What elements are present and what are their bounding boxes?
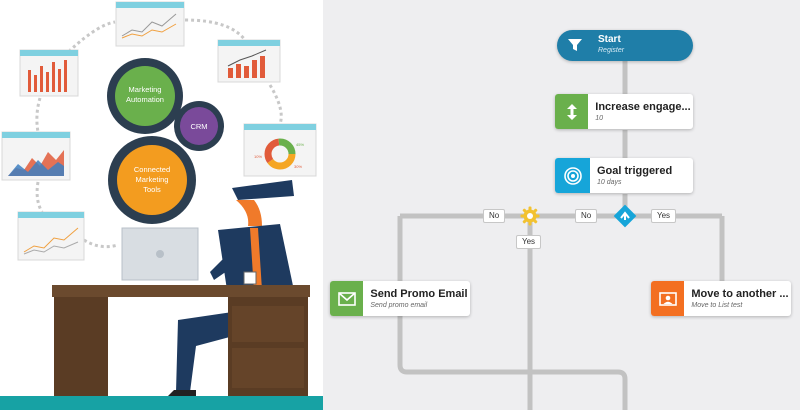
mini-window-donut: 10% 45% 30% [243, 123, 317, 177]
branch-label-yes[interactable]: Yes [651, 209, 677, 223]
gear-label: Marketing [136, 175, 169, 184]
gear-connected-tools: Connected Marketing Tools [108, 136, 196, 224]
desk [52, 285, 310, 397]
target-icon [555, 158, 590, 193]
node-goal-triggered[interactable]: Goal triggered 10 days [555, 158, 693, 193]
node-title: Send Promo Email [370, 288, 468, 300]
connector-arc [184, 18, 247, 41]
start-subtitle: Register [598, 47, 625, 54]
connector-arc [83, 238, 119, 249]
gear-label: Marketing [129, 85, 162, 94]
donut-label: 45% [296, 142, 304, 147]
node-send-promo-email[interactable]: Send Promo Email Send promo email [330, 281, 470, 316]
mini-window-line-chart [115, 1, 185, 47]
branch-label-yes[interactable]: Yes [516, 235, 542, 249]
condition-diamond-icon[interactable] [612, 203, 638, 229]
workflow-canvas[interactable]: Start Register Increase engage... 10 Goa… [323, 0, 800, 410]
node-title: Increase engage... [595, 101, 691, 113]
gear-label: Tools [143, 185, 161, 194]
contact-card-icon [651, 281, 685, 316]
connector-arc [268, 84, 283, 125]
mini-window-bar-chart [19, 49, 79, 97]
envelope-icon [330, 281, 364, 316]
gear-icon[interactable] [520, 206, 540, 226]
laptop-monitor [121, 227, 199, 281]
marketing-illustration: 10% 45% 30% Marketing Automation [0, 0, 323, 410]
node-subtitle: 10 [595, 115, 604, 122]
node-move-to-list[interactable]: Move to another ... Move to List test [651, 281, 791, 316]
workflow-connectors [397, 61, 725, 410]
illustration-canvas: 10% 45% 30% Marketing Automation [0, 1, 323, 410]
node-subtitle: 10 days [597, 179, 622, 186]
mini-window-trend [17, 211, 85, 261]
branch-label-no[interactable]: No [483, 209, 506, 223]
connector-arc [35, 97, 42, 133]
node-subtitle: Send promo email [370, 302, 428, 309]
start-title: Start [598, 34, 621, 45]
gear-crm: CRM [174, 101, 224, 151]
up-down-arrows-icon [555, 94, 589, 129]
gear-label: Automation [126, 95, 164, 104]
branch-label-no[interactable]: No [575, 209, 598, 223]
node-subtitle: Move to List test [691, 302, 743, 309]
gear-marketing-automation: Marketing Automation [107, 58, 183, 134]
node-increase-engagement[interactable]: Increase engage... 10 [555, 94, 693, 129]
donut-label: 10% [254, 154, 262, 159]
node-title: Move to another ... [691, 288, 789, 300]
start-node[interactable]: Start Register [557, 30, 693, 61]
mini-window-orange-bars [217, 39, 281, 83]
gear-label: Connected [134, 165, 170, 174]
connector-arc [35, 181, 44, 213]
funnel-icon [563, 33, 587, 57]
floor [0, 396, 323, 410]
mini-window-area-chart [1, 131, 71, 181]
donut-label: 30% [294, 164, 302, 169]
gear-label: CRM [190, 122, 207, 131]
node-title: Goal triggered [597, 165, 673, 177]
